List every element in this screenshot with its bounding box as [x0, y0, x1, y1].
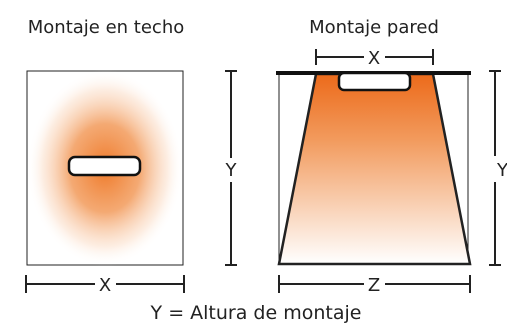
ceiling-light-fixture-icon: [67, 155, 142, 177]
mounting-height-caption: Y = Altura de montaje: [150, 302, 362, 324]
wall-light-fixture-icon: [337, 71, 412, 92]
ceiling-width-dimension: X: [25, 275, 185, 296]
wall-height-label: Y: [496, 160, 507, 181]
wall-top-width-dimension: X: [315, 48, 434, 69]
center-height-dimension: Y: [225, 70, 238, 266]
wall-bottom-width-dimension: Z: [278, 275, 471, 296]
wall-mount-panel: X Z Y: [276, 48, 507, 296]
wall-top-width-label: X: [368, 48, 380, 69]
wall-bottom-width-label: Z: [368, 275, 380, 296]
ceiling-mount-panel: X: [25, 70, 185, 296]
wall-mount-title: Montaje pared: [309, 17, 439, 38]
center-height-label: Y: [225, 160, 238, 181]
ceiling-width-label: X: [99, 275, 111, 296]
wall-height-dimension: Y: [489, 70, 507, 266]
ceiling-mount-title: Montaje en techo: [28, 17, 185, 38]
